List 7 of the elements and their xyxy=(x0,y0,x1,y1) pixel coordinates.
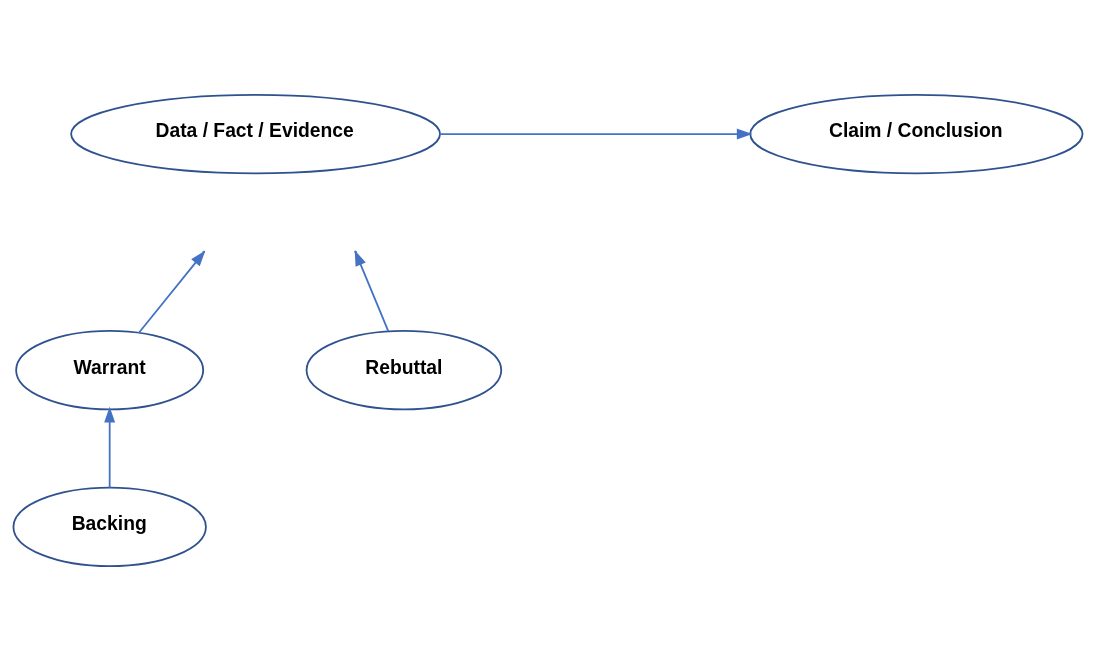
node-ellipse: Rebuttal xyxy=(305,329,503,411)
node-ellipse: Claim / Conclusion xyxy=(749,93,1084,175)
node-ellipse: Data / Fact / Evidence xyxy=(70,93,441,175)
node-ellipse: Warrant xyxy=(15,329,205,411)
arrow xyxy=(104,406,116,489)
node-ellipse: Backing xyxy=(12,486,207,568)
arrow xyxy=(438,128,753,140)
